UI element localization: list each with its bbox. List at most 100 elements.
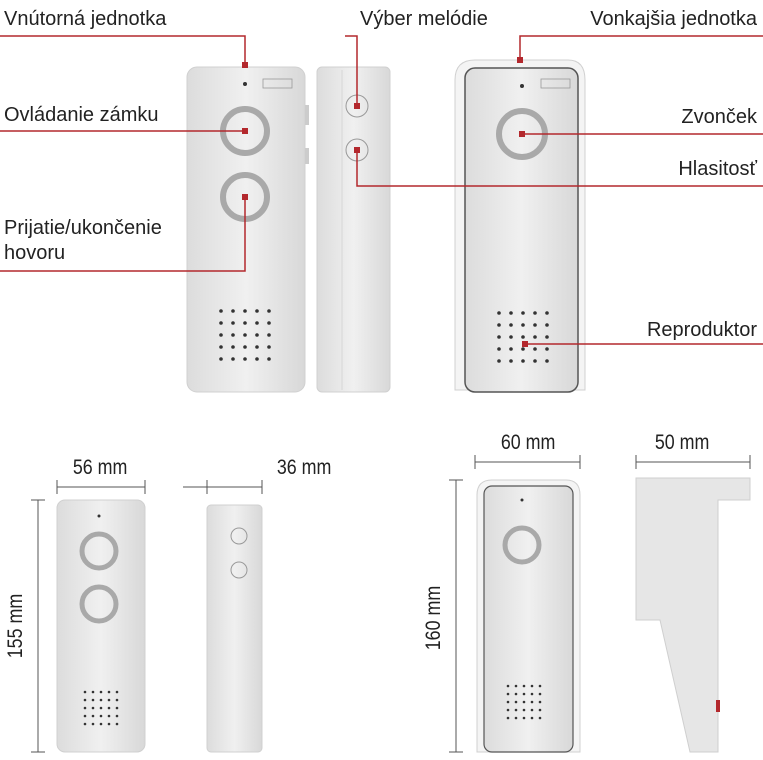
speaker-hole	[267, 345, 271, 349]
outdoor-unit-side-small	[635, 477, 751, 753]
speaker-hole	[83, 690, 87, 694]
speaker-hole	[267, 333, 271, 337]
speaker-hole	[506, 708, 510, 712]
speaker-hole	[521, 347, 525, 351]
speaker-hole	[514, 684, 518, 688]
indoor-unit-front	[186, 66, 309, 393]
speaker-hole	[533, 311, 537, 315]
speaker-hole	[99, 690, 103, 694]
speaker-hole	[255, 321, 259, 325]
speaker-hole	[83, 722, 87, 726]
speaker-hole	[83, 706, 87, 710]
dim-outdoor-height: 160 mm	[421, 585, 445, 651]
callout-lines	[0, 35, 763, 345]
label-outdoor-unit: Vonkajšia jednotka	[590, 8, 757, 30]
speaker-hole	[231, 321, 235, 325]
speaker-hole	[107, 698, 111, 702]
label-volume: Hlasitosť	[678, 158, 757, 180]
speaker-hole	[497, 335, 501, 339]
speaker-hole	[267, 309, 271, 313]
speaker-hole	[497, 347, 501, 351]
callout-dots	[242, 57, 528, 347]
speaker-hole	[91, 714, 95, 718]
speaker-hole	[243, 333, 247, 337]
speaker-hole	[533, 347, 537, 351]
speaker-hole	[243, 321, 247, 325]
speaker-hole	[530, 684, 534, 688]
speaker-hole	[255, 357, 259, 361]
speaker-hole	[91, 722, 95, 726]
speaker-hole	[231, 333, 235, 337]
speaker-hole	[509, 323, 513, 327]
speaker-hole	[514, 716, 518, 720]
speaker-hole	[530, 692, 534, 696]
label-answer-end-2: hovoru	[4, 242, 66, 264]
speaker-hole	[506, 684, 510, 688]
label-melody-select: Výber melódie	[360, 8, 488, 30]
speaker-hole	[530, 708, 534, 712]
speaker-hole	[107, 706, 111, 710]
speaker-hole	[533, 359, 537, 363]
dimension-lines	[31, 455, 751, 753]
speaker-hole	[521, 323, 525, 327]
indoor-unit-side	[316, 66, 391, 393]
speaker-hole	[231, 345, 235, 349]
speaker-hole	[497, 323, 501, 327]
speaker-hole	[99, 706, 103, 710]
label-speaker: Reproduktor	[646, 319, 757, 341]
speaker-hole	[506, 692, 510, 696]
speaker-hole	[219, 333, 223, 337]
dim-indoor-depth: 36 mm	[276, 456, 332, 479]
speaker-hole	[514, 708, 518, 712]
dim-indoor-width: 56 mm	[72, 456, 128, 479]
speaker-hole	[509, 347, 513, 351]
label-doorbell: Zvonček	[681, 106, 757, 128]
speaker-hole	[91, 690, 95, 694]
speaker-hole	[506, 716, 510, 720]
outdoor-unit-front-small	[476, 479, 581, 753]
speaker-hole	[497, 359, 501, 363]
dim-outdoor-width: 60 mm	[500, 431, 556, 454]
speaker-hole	[521, 335, 525, 339]
speaker-hole	[538, 716, 542, 720]
speaker-hole	[530, 700, 534, 704]
speaker-hole	[99, 722, 103, 726]
outdoor-unit-front	[454, 59, 586, 393]
speaker-hole	[255, 345, 259, 349]
speaker-grille	[497, 311, 549, 363]
speaker-hole	[83, 698, 87, 702]
speaker-hole	[219, 321, 223, 325]
speaker-hole	[115, 690, 119, 694]
speaker-hole	[545, 311, 549, 315]
speaker-hole	[243, 309, 247, 313]
speaker-hole	[509, 311, 513, 315]
label-answer-end-1: Prijatie/ukončenie	[4, 217, 162, 239]
speaker-hole	[243, 345, 247, 349]
speaker-hole	[545, 335, 549, 339]
speaker-hole	[255, 333, 259, 337]
speaker-hole	[521, 359, 525, 363]
speaker-hole	[231, 357, 235, 361]
speaker-hole	[522, 708, 526, 712]
speaker-hole	[219, 309, 223, 313]
speaker-hole	[533, 323, 537, 327]
speaker-hole	[115, 714, 119, 718]
speaker-hole	[545, 347, 549, 351]
speaker-hole	[506, 700, 510, 704]
speaker-hole	[107, 722, 111, 726]
speaker-hole	[91, 698, 95, 702]
speaker-hole	[538, 700, 542, 704]
indoor-unit-front-small	[56, 499, 146, 753]
speaker-hole	[545, 359, 549, 363]
speaker-hole	[509, 359, 513, 363]
speaker-hole	[115, 706, 119, 710]
speaker-hole	[538, 708, 542, 712]
dim-outdoor-depth: 50 mm	[654, 431, 710, 454]
speaker-hole	[522, 700, 526, 704]
speaker-hole	[538, 684, 542, 688]
speaker-hole	[231, 309, 235, 313]
speaker-hole	[521, 311, 525, 315]
label-lock-control: Ovládanie zámku	[4, 104, 159, 126]
speaker-hole	[545, 323, 549, 327]
